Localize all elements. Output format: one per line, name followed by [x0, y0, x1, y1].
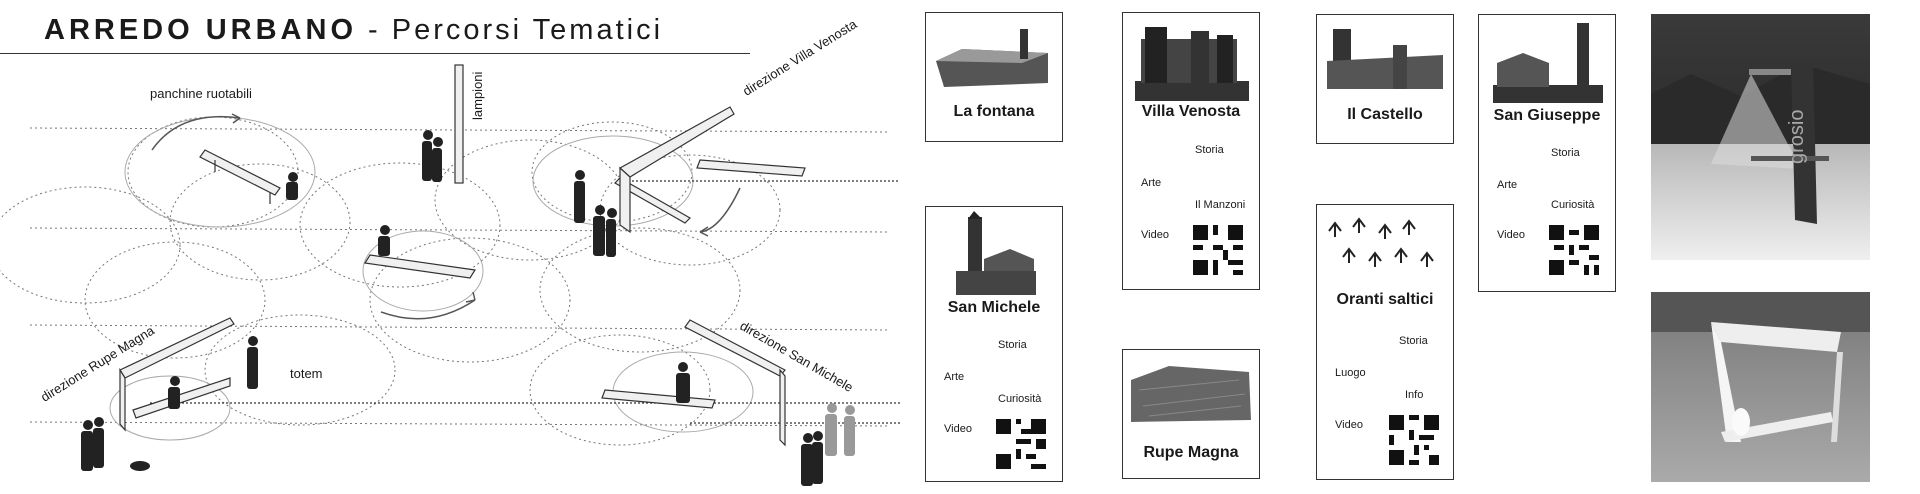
card-villa-venosta: Villa Venosta Storia Arte Il Manzoni Vid…: [1122, 12, 1260, 290]
card-oranti-saltici: Oranti saltici Storia Luogo Info Video: [1316, 204, 1454, 480]
castello-image: [1327, 29, 1443, 89]
label-lampioni: lampioni: [470, 71, 485, 120]
card-title: Il Castello: [1347, 106, 1423, 123]
card-title: Rupe Magna: [1143, 444, 1239, 461]
villa-image: [1135, 27, 1249, 101]
page-title: ARREDO URBANO - Percorsi Tematici: [44, 14, 664, 46]
label-totem: totem: [290, 366, 323, 381]
card-san-giuseppe: San Giuseppe Storia Arte Curiosità Video: [1478, 14, 1616, 292]
card-title: La fontana: [953, 103, 1035, 120]
card-rupe-magna: Rupe Magna: [1122, 349, 1260, 479]
totem-model-photo: [1651, 292, 1870, 482]
card-la-fontana: La fontana: [925, 12, 1063, 142]
giuseppe-image: [1493, 23, 1603, 103]
card-il-castello: Il Castello: [1316, 14, 1454, 144]
fontana-image: [936, 29, 1048, 87]
qr-code-icon: [996, 419, 1046, 469]
michele-image: [956, 211, 1036, 295]
site-plan-diagram: [0, 64, 900, 486]
label-panchine: panchine ruotabili: [150, 86, 252, 101]
oranti-image: [1328, 217, 1434, 267]
card-title: San Giuseppe: [1493, 107, 1601, 124]
title-divider: [0, 53, 750, 54]
card-title: Oranti saltici: [1336, 291, 1434, 308]
rupe-image: [1131, 366, 1251, 422]
card-san-michele: San Michele Storia Arte Curiosità Video: [925, 206, 1063, 482]
card-title: San Michele: [947, 299, 1041, 316]
totem-text: grosio: [1786, 110, 1808, 164]
qr-code-icon: [1549, 225, 1599, 275]
qr-code-icon: [1193, 225, 1243, 275]
totem-night-photo: grosio: [1651, 14, 1870, 260]
qr-code-icon: [1389, 415, 1439, 465]
card-title: Villa Venosta: [1141, 103, 1241, 120]
